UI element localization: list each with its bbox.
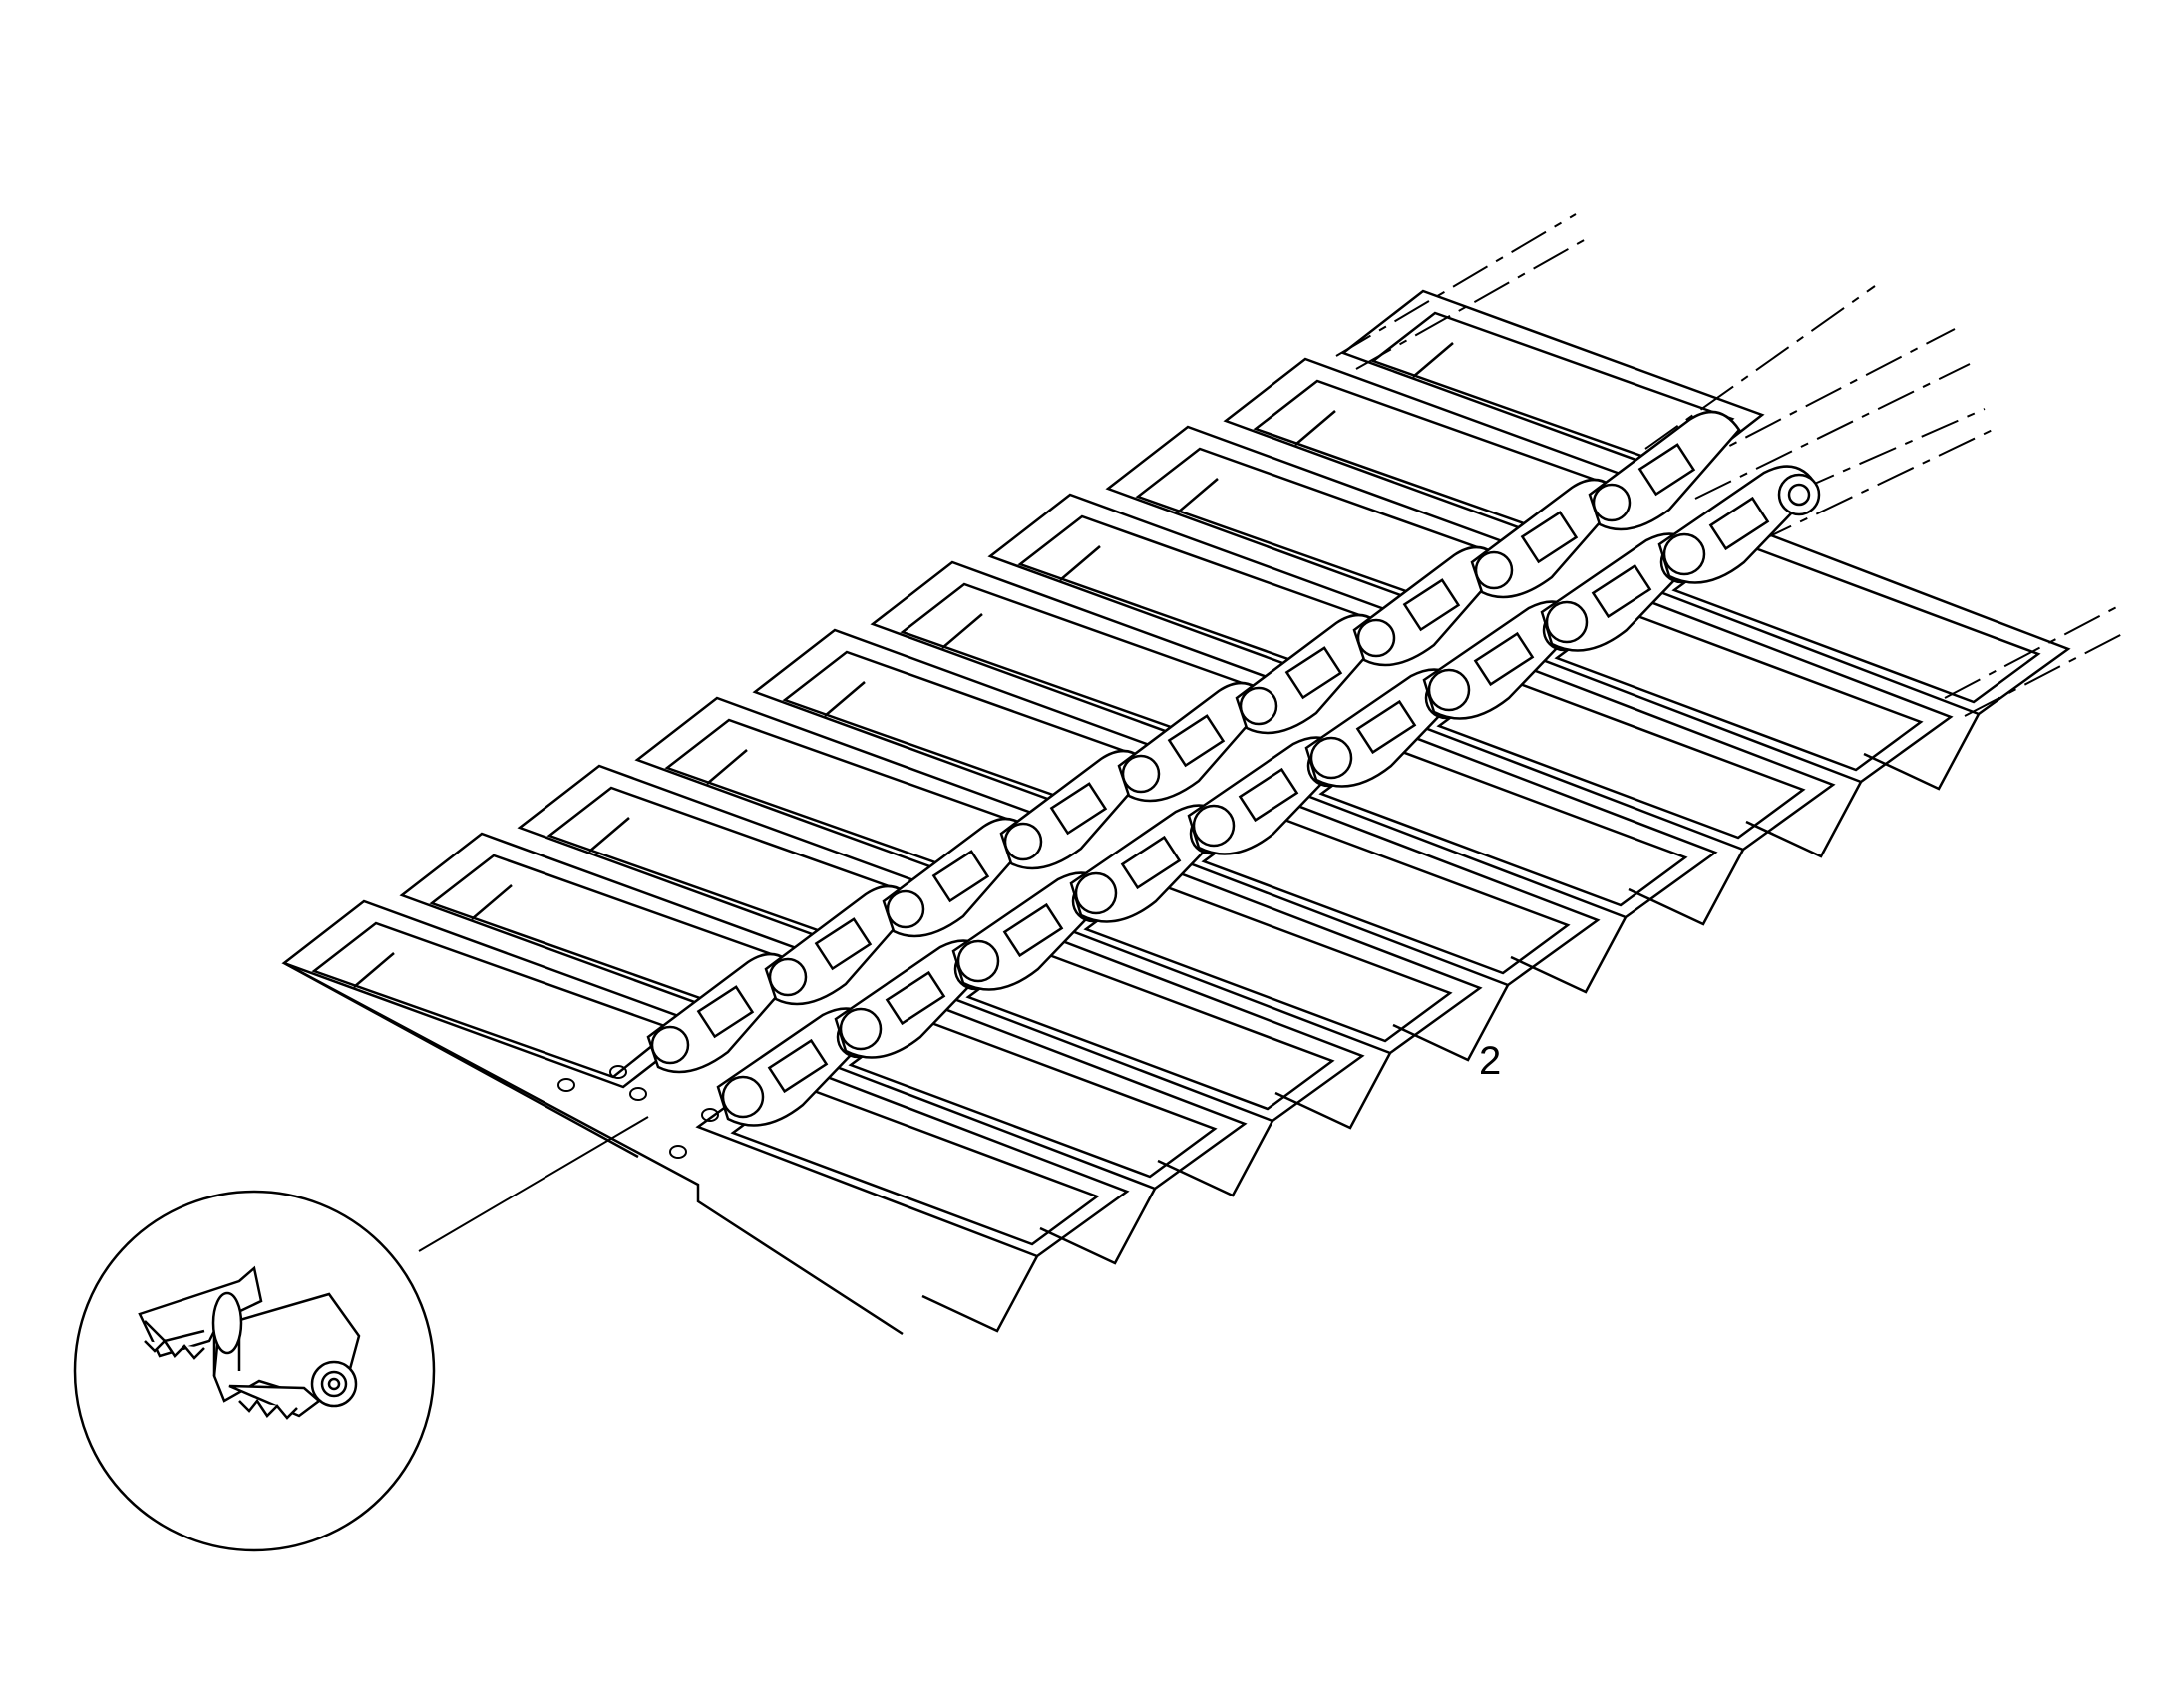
center-line [1964,632,2125,717]
mounting-hole [701,1108,719,1122]
track-shoe-far-grouser [1059,545,1101,581]
chain-link-window-inner [1238,767,1299,823]
chain-link-window [1167,714,1226,768]
track-shoe-far-grouser [588,817,630,853]
chain-pin-inner [1192,804,1236,848]
track-shoe-far-grouser [1294,410,1336,446]
track-shoe-near-edge [1745,781,1863,858]
track-shoe-far-grouser [1412,342,1454,378]
chain-pin-inner [1074,871,1118,915]
chain-pin-inner [956,939,1000,983]
chain-link-window [1402,578,1461,632]
chain-links [646,410,1821,1127]
mounting-hole [609,1065,627,1079]
track-shoe-far [1340,289,1765,479]
track-shoe-far-inner [311,921,676,1079]
track-shoe-near-edge [1510,916,1628,994]
chain-link-window [1049,782,1108,836]
chain-link-window [931,850,990,903]
chain-link-window [814,917,873,971]
detail-view [73,1190,436,1552]
chain-link-window-inner [767,1038,829,1094]
track-shoe-far-grouser [824,681,866,717]
track-shoe-near-edge [1274,1052,1392,1130]
track-shoe-far-grouser [1177,478,1219,513]
track-shoe-far-inner [1370,311,1735,469]
center-line [1355,238,1587,370]
chain-link-window-inner [1591,563,1652,619]
detail-leader-line [418,1116,649,1252]
center-line [1644,285,1876,450]
track-shoe-near-edge [1039,1188,1157,1265]
center-line [1694,363,1971,500]
track-shoe-near-edge [921,1255,1039,1333]
center-line [1335,213,1577,357]
chain-link-detail-icon [138,1265,361,1420]
chain-link-window [696,985,755,1039]
track-shoe-far-grouser [706,749,748,785]
center-line [1684,328,1956,470]
center-line [1754,428,1996,544]
chain-link-window-inner [1473,631,1535,687]
mounting-holes [557,1065,719,1159]
center-line-extensions [1335,213,2125,717]
chain-pin-outer [1356,618,1396,658]
chain-link-window-inner [1355,699,1417,755]
chain-link-window [1520,511,1579,564]
chain-link-window [1637,443,1696,497]
chain-link-window-inner [1708,496,1770,551]
center-line [1944,602,2125,699]
chain-link-window-inner [885,970,946,1026]
chain-pin-outer [768,957,808,997]
mounting-hole [669,1145,687,1159]
chain-link-window-inner [1002,902,1064,958]
mounting-hole [629,1087,647,1101]
chain-link-window-inner [1120,835,1182,890]
chain-link-window [1284,646,1343,700]
chain-pin-outer [650,1025,690,1065]
track-shoes-far-row [281,289,1765,1336]
track-shoe-far-grouser [353,952,395,988]
callout-label-2: 2 [1479,1039,1501,1083]
chain-pin-inner [721,1075,765,1119]
chain-pin-inner [1309,736,1353,780]
chain-pin-inner [839,1007,883,1051]
chain-pin-inner [1427,668,1471,712]
track-shoe-near-edge [1157,1120,1274,1197]
track-shoe-far-grouser [471,884,513,920]
track-shoe-near-edge [1628,849,1745,926]
base-plate-edge [283,961,904,1336]
center-line [1734,408,1986,519]
chain-pin-inner [1545,600,1589,644]
chain-pin-outer [886,889,925,929]
mounting-hole [557,1078,575,1092]
chain-pin-outer [1474,550,1514,590]
chain-bushing-core [1787,483,1811,507]
track-shoe-near-edge [1863,713,1981,791]
track-shoe-near-edge [1392,984,1510,1062]
base-plate-edge-2 [283,961,639,1159]
chain-pin-inner [1662,532,1706,576]
chain-pin-outer [1121,754,1161,794]
chain-pin-outer [1239,686,1278,726]
track-shoe-far-grouser [941,613,983,649]
chain-pin-outer [1592,483,1632,522]
chain-pin-outer [1003,822,1043,861]
